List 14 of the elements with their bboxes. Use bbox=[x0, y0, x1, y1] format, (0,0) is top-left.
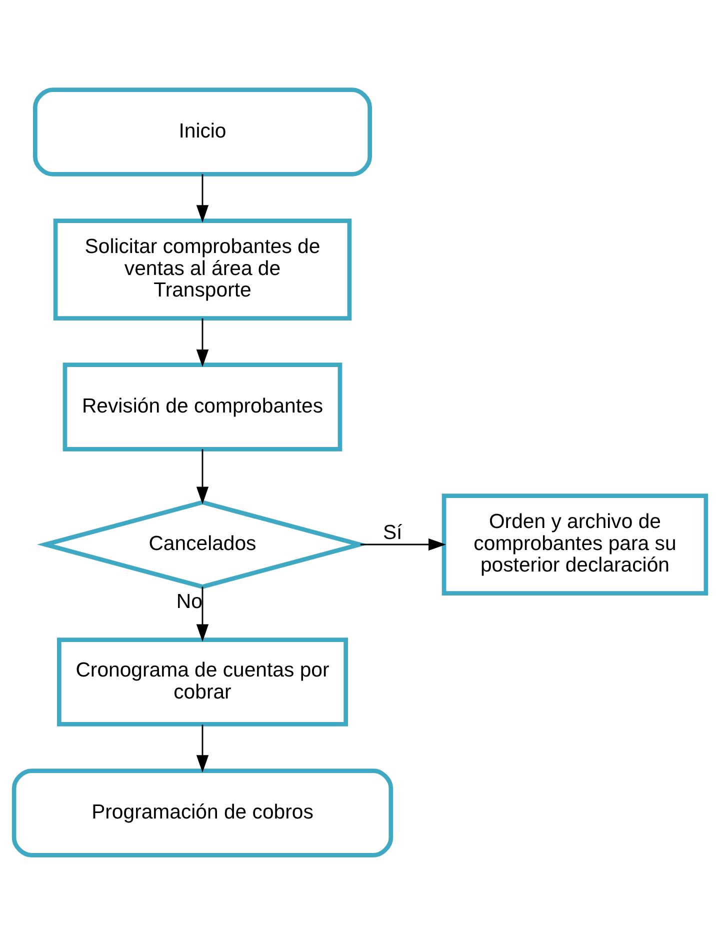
arrow bbox=[360, 538, 446, 551]
arrow bbox=[196, 586, 209, 642]
arrow bbox=[196, 724, 209, 773]
arrow bbox=[196, 318, 209, 367]
node-box: Revisión de comprobantes bbox=[62, 362, 342, 452]
node-box: Orden y archivo de comprobantes para su posterior declaración bbox=[442, 494, 708, 596]
edge-label: No bbox=[176, 590, 202, 613]
node-box: Solicitar comprobantes de ventas al área de Transporte bbox=[53, 218, 352, 320]
node-box: Cronograma de cuentas por cobrar bbox=[56, 638, 348, 726]
arrow bbox=[196, 449, 209, 504]
edge-label: Sí bbox=[382, 522, 402, 544]
arrow bbox=[196, 174, 209, 223]
node-box: Programación de cobros bbox=[12, 768, 394, 858]
node-box: Inicio bbox=[32, 88, 372, 176]
